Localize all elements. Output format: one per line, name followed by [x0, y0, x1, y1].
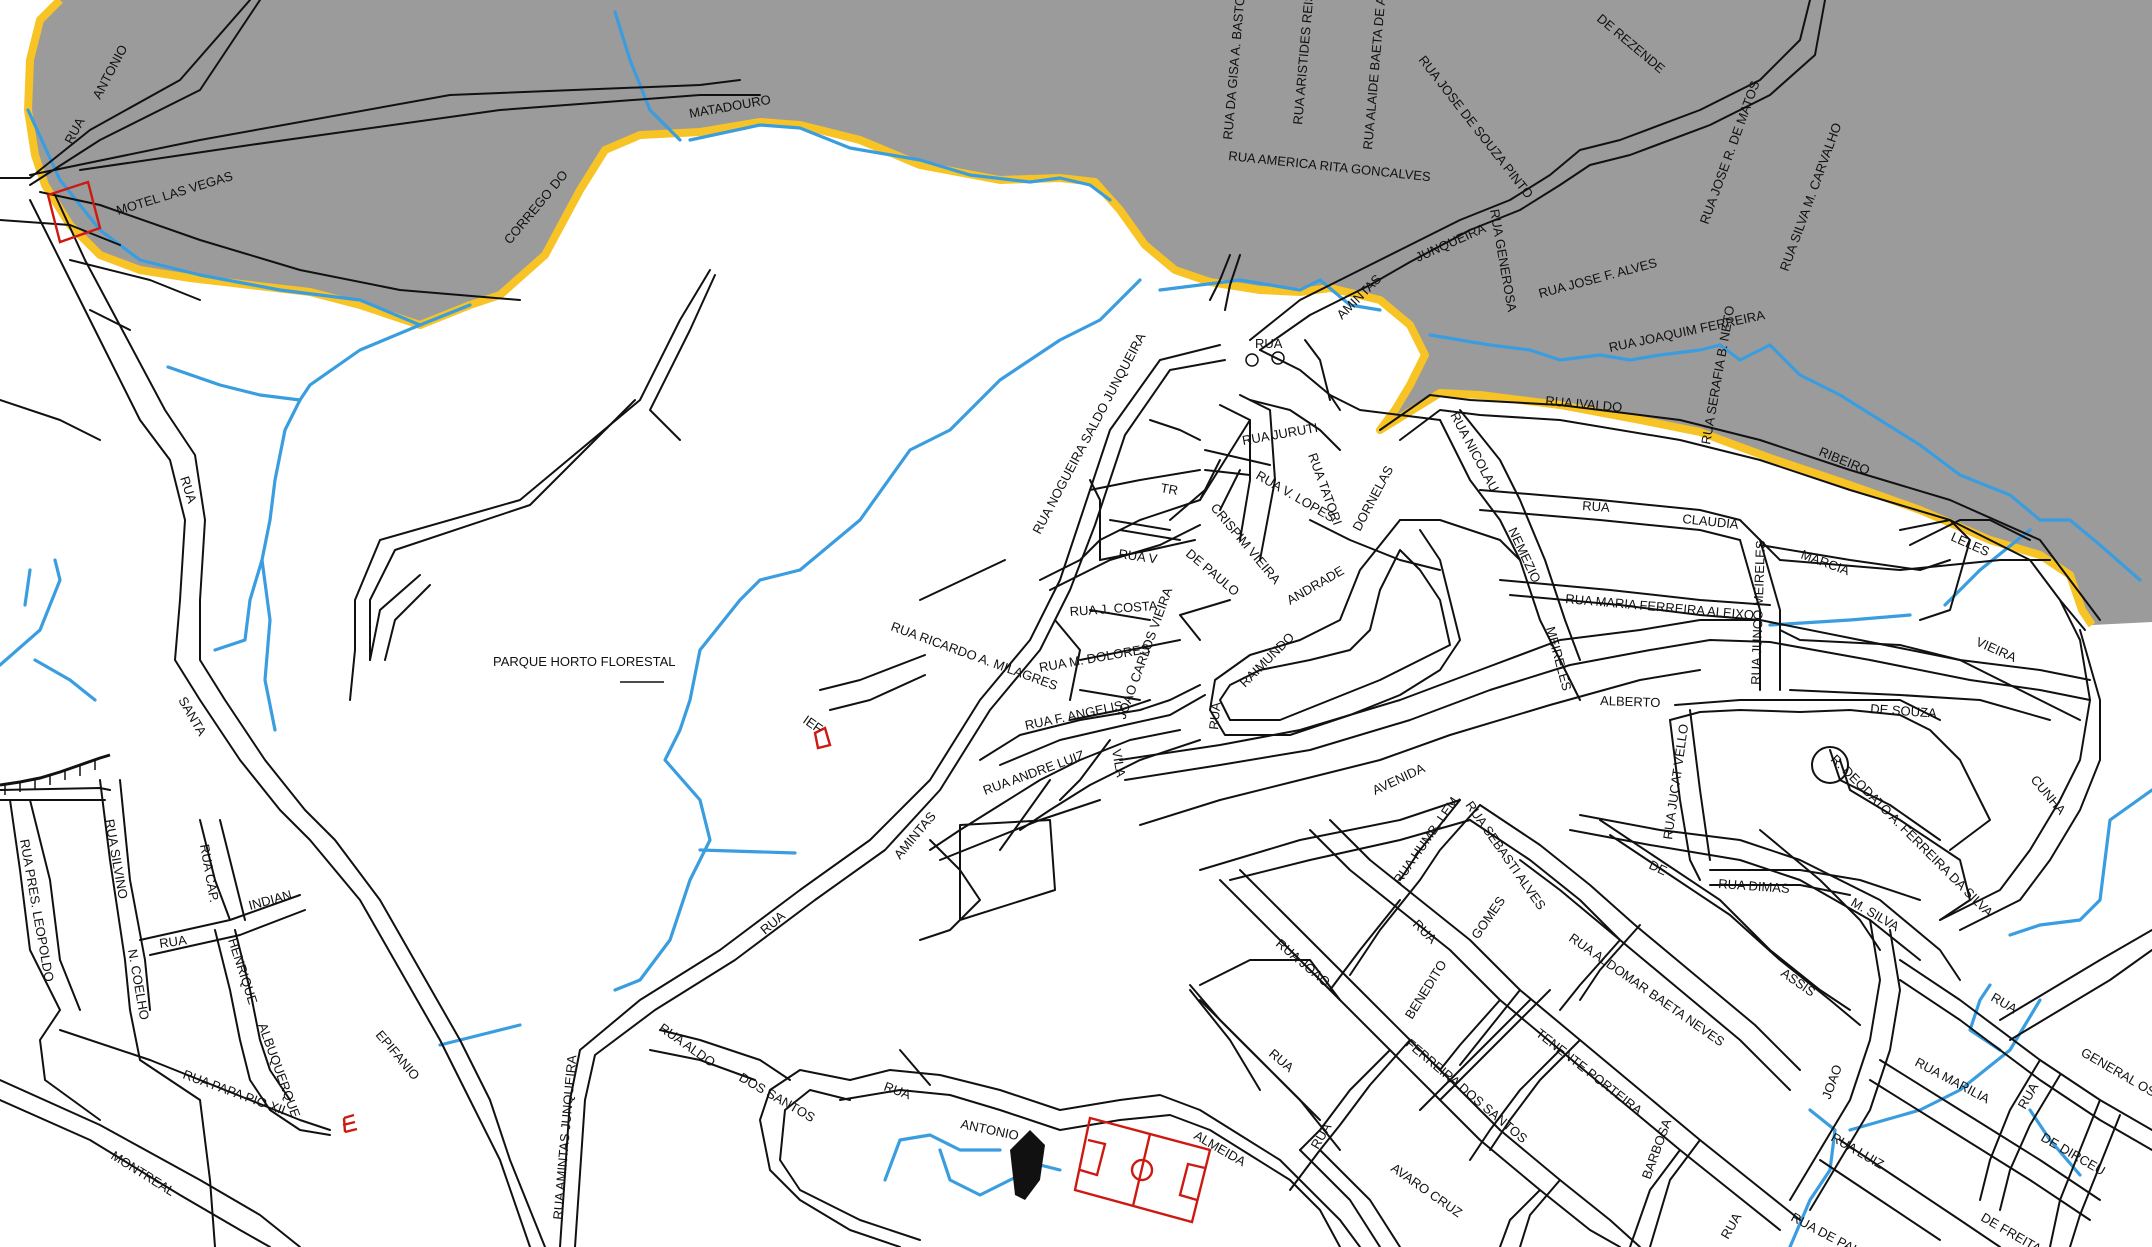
label-de-souza: DE SOUZA	[1870, 701, 1938, 721]
label-rua-m: RUA	[158, 932, 188, 951]
label-junco: RUA JUNCO MEIRELES	[1748, 540, 1768, 685]
label-park: PARQUE HORTO FLORESTAL	[493, 654, 676, 669]
label-alberto: ALBERTO	[1600, 693, 1661, 710]
label-de-1: DE	[1647, 857, 1670, 878]
label-rua-ra: RUA	[1206, 701, 1223, 730]
soccer-field-halfway	[1131, 1133, 1152, 1207]
soccer-field[interactable]	[1073, 1116, 1212, 1224]
label-claudia-2: CLAUDIA	[1682, 511, 1740, 532]
map-features	[0, 351, 1285, 1200]
label-rua-vila: VILA	[1109, 748, 1129, 779]
area-boundary	[24, 0, 2096, 628]
motel-marker	[46, 180, 102, 244]
school-marker-1	[813, 726, 832, 750]
rivers	[0, 10, 2152, 1247]
label-rua-v: RUA V	[1118, 546, 1159, 566]
label-rua-roundabout: RUA	[1255, 336, 1283, 351]
label-tr: TR	[1159, 480, 1179, 498]
school-marker-2	[342, 1113, 358, 1134]
label-claudia-1: RUA	[1582, 498, 1611, 515]
label-ivaldo: RUA IVALDO	[1545, 393, 1623, 415]
label-j-costa: RUA J. COSTA	[1069, 598, 1158, 619]
label-dimas: RUA DIMAS	[1718, 876, 1791, 896]
soccer-field-box-right	[1178, 1162, 1206, 1202]
soccer-field-circle	[1130, 1158, 1154, 1182]
soccer-field-box-left	[1079, 1138, 1107, 1177]
red-markers	[46, 180, 1212, 1224]
